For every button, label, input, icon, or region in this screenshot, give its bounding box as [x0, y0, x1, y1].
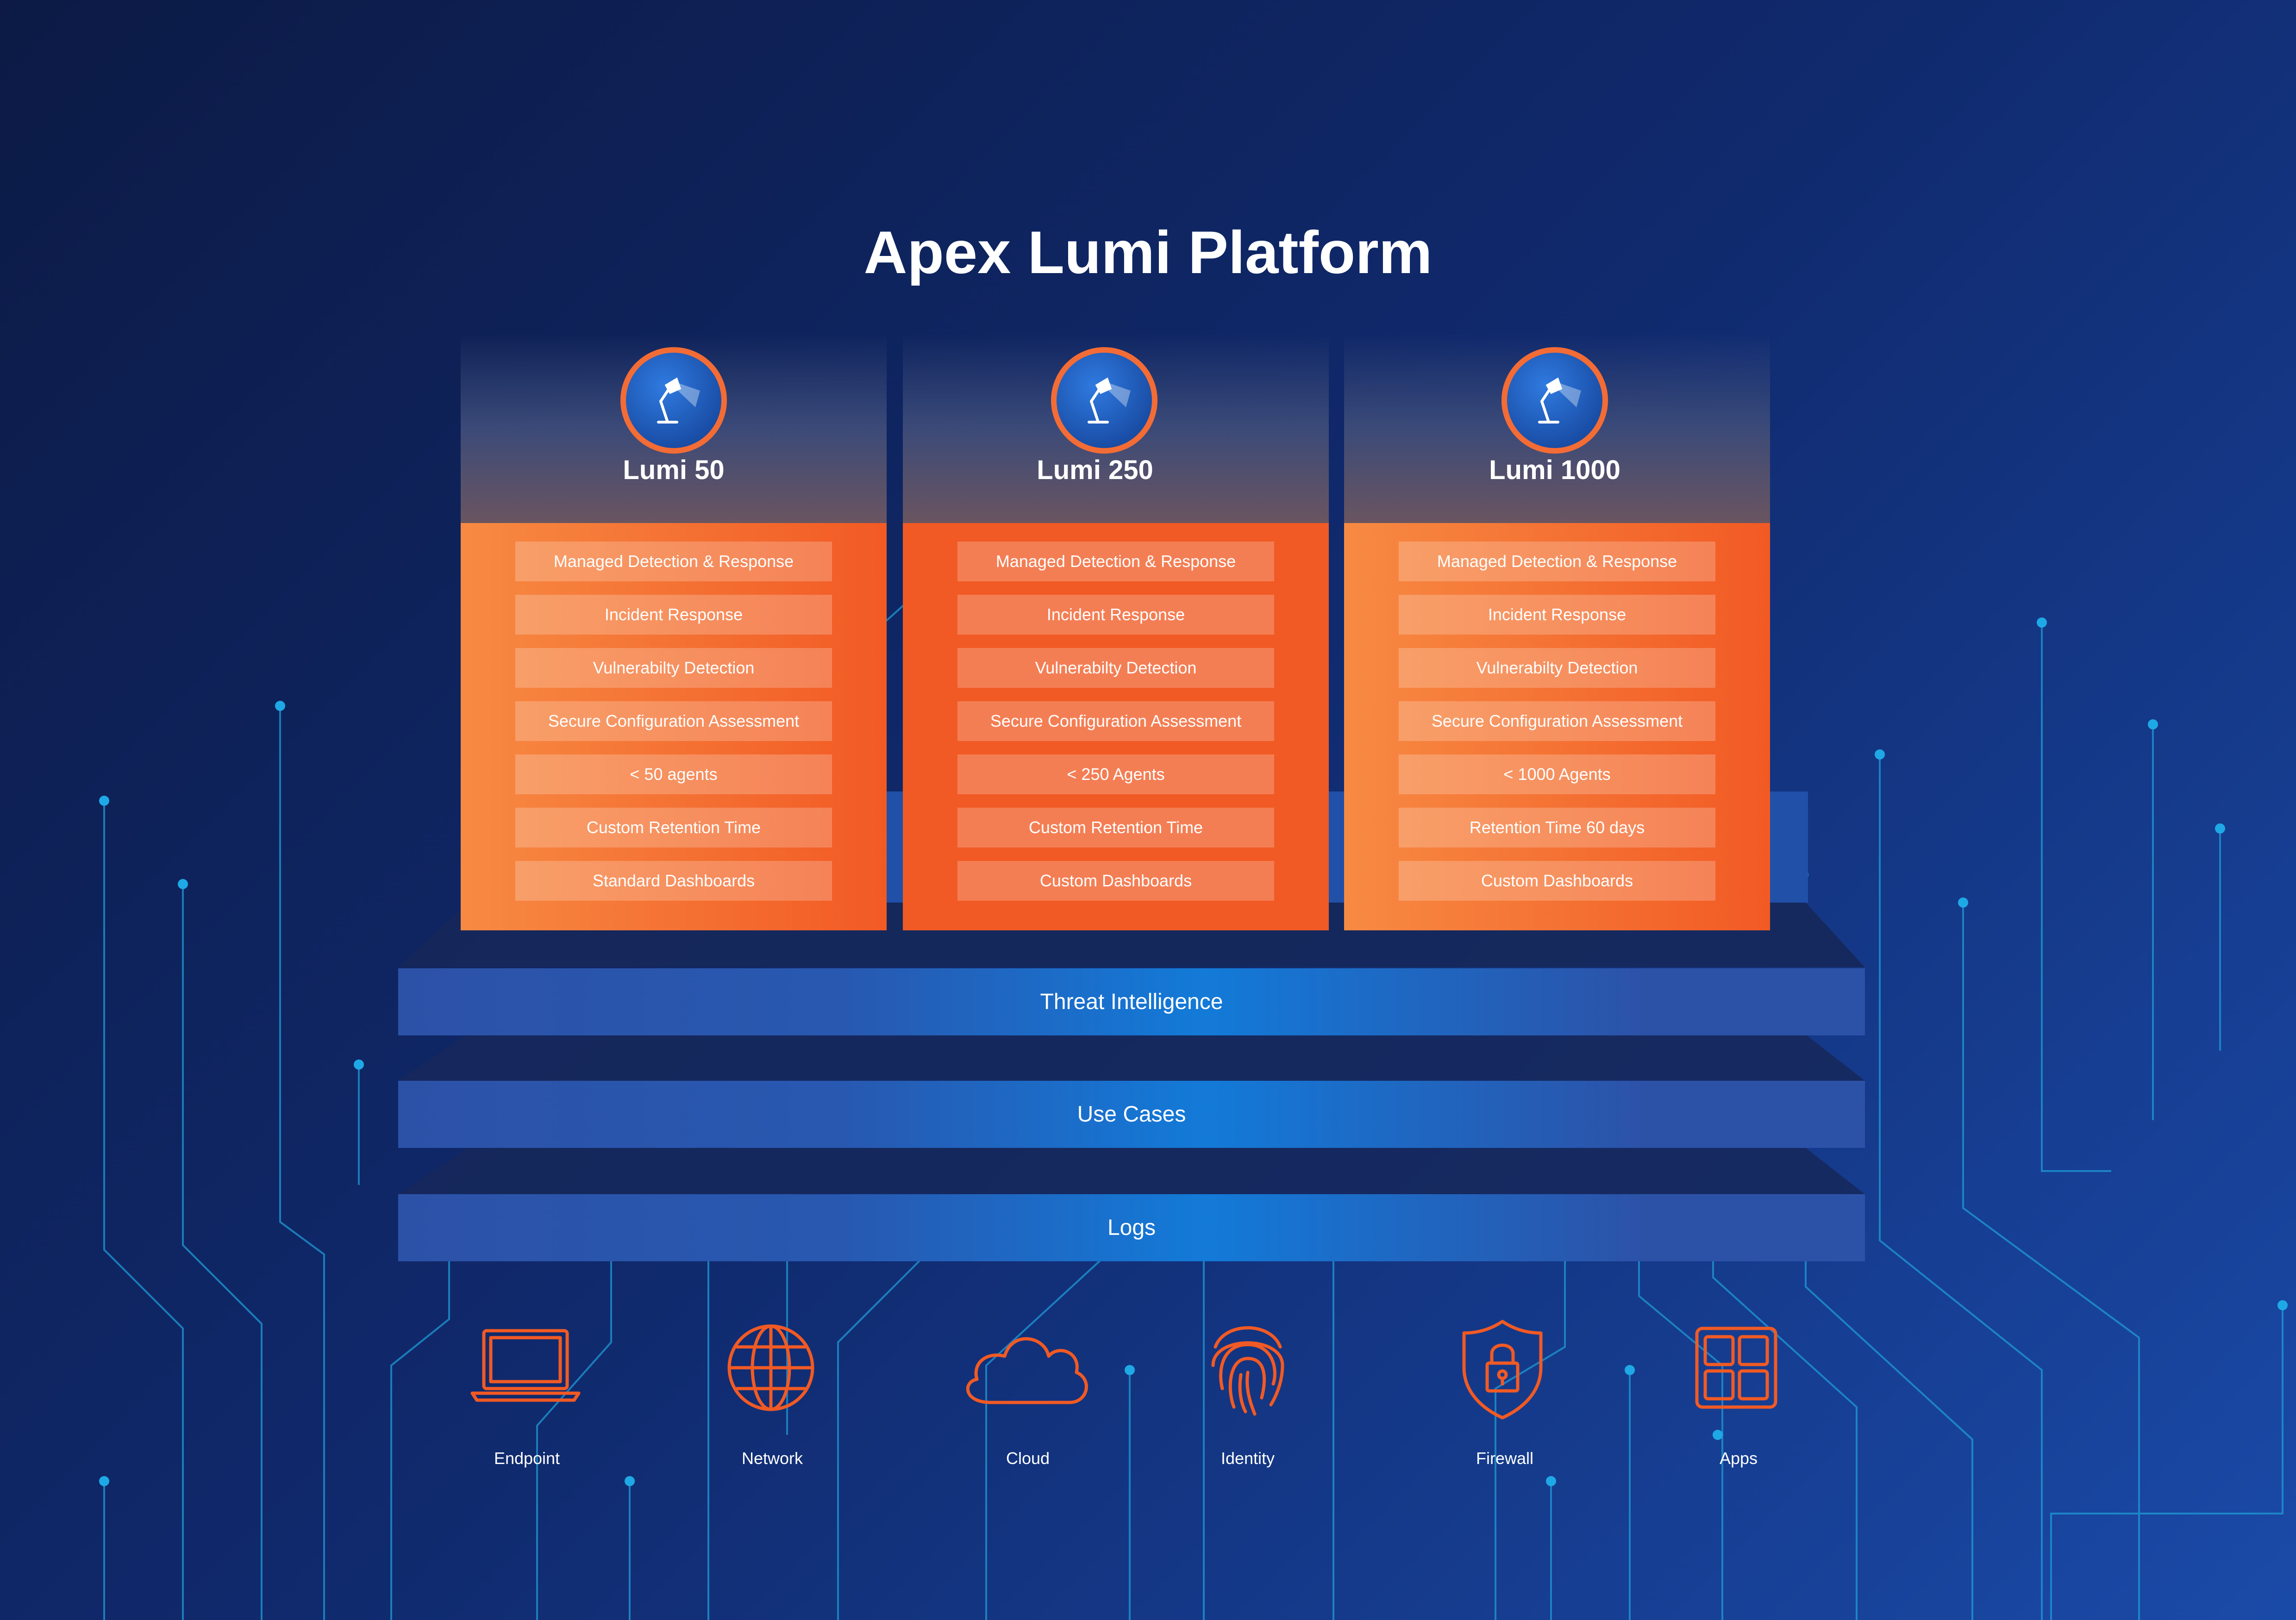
feature-item: Managed Detection & Response: [1399, 542, 1715, 581]
feature-item: < 50 agents: [515, 754, 832, 794]
feature-item: Secure Configuration Assessment: [1399, 701, 1715, 741]
source-label-cloud: Cloud: [1006, 1449, 1050, 1468]
feature-item: Custom Retention Time: [957, 808, 1274, 847]
feature-item: Vulnerabilty Detection: [515, 648, 832, 688]
desk-lamp-icon: [1501, 347, 1608, 454]
feature-item: Incident Response: [1399, 595, 1715, 635]
tier-lumi-250: Lumi 250 Managed Detection & Response In…: [903, 333, 1329, 930]
feature-item: Vulnerabilty Detection: [1399, 648, 1715, 688]
tier-lumi-50: Lumi 50 Managed Detection & Response Inc…: [461, 333, 887, 930]
layer-use-cases: Use Cases: [398, 1081, 1865, 1148]
cloud-icon: [966, 1337, 1088, 1404]
feature-item: Incident Response: [515, 595, 832, 635]
feature-item: Managed Detection & Response: [515, 542, 832, 581]
feature-item: Secure Configuration Assessment: [957, 701, 1274, 741]
tier-name: Lumi 50: [623, 455, 725, 485]
tier-body: Managed Detection & Response Incident Re…: [903, 523, 1329, 930]
source-label-firewall: Firewall: [1476, 1449, 1533, 1468]
desk-lamp-icon: [620, 347, 727, 454]
apps-grid-icon: [1695, 1327, 1777, 1409]
feature-item: Incident Response: [957, 595, 1274, 635]
shield-lock-icon: [1462, 1320, 1543, 1420]
tier-name: Lumi 250: [1037, 455, 1153, 485]
layer-logs: Logs: [398, 1194, 1865, 1261]
tier-name: Lumi 1000: [1489, 455, 1620, 485]
tier-body: Managed Detection & Response Incident Re…: [461, 523, 887, 930]
feature-item: Custom Retention Time: [515, 808, 832, 847]
feature-item: < 250 Agents: [957, 754, 1274, 794]
feature-item: Retention Time 60 days: [1399, 808, 1715, 847]
feature-item: Custom Dashboards: [957, 861, 1274, 901]
feature-item: Vulnerabilty Detection: [957, 648, 1274, 688]
source-label-endpoint: Endpoint: [494, 1449, 560, 1468]
source-label-apps: Apps: [1719, 1449, 1758, 1468]
globe-icon: [727, 1324, 814, 1411]
fingerprint-icon: [1211, 1326, 1284, 1416]
source-label-network: Network: [741, 1449, 803, 1468]
desk-lamp-icon: [1051, 347, 1157, 454]
feature-item: < 1000 Agents: [1399, 754, 1715, 794]
layer-threat-intelligence: Threat Intelligence: [398, 968, 1865, 1035]
feature-item: Secure Configuration Assessment: [515, 701, 832, 741]
page-title: Apex Lumi Platform: [863, 218, 1433, 286]
feature-item: Managed Detection & Response: [957, 542, 1274, 581]
feature-item: Custom Dashboards: [1399, 861, 1715, 901]
source-label-identity: Identity: [1220, 1449, 1275, 1468]
tier-body: Managed Detection & Response Incident Re…: [1344, 523, 1770, 930]
tier-lumi-1000: Lumi 1000 Managed Detection & Response I…: [1344, 333, 1770, 930]
feature-item: Standard Dashboards: [515, 861, 832, 901]
laptop-icon: [470, 1329, 581, 1402]
